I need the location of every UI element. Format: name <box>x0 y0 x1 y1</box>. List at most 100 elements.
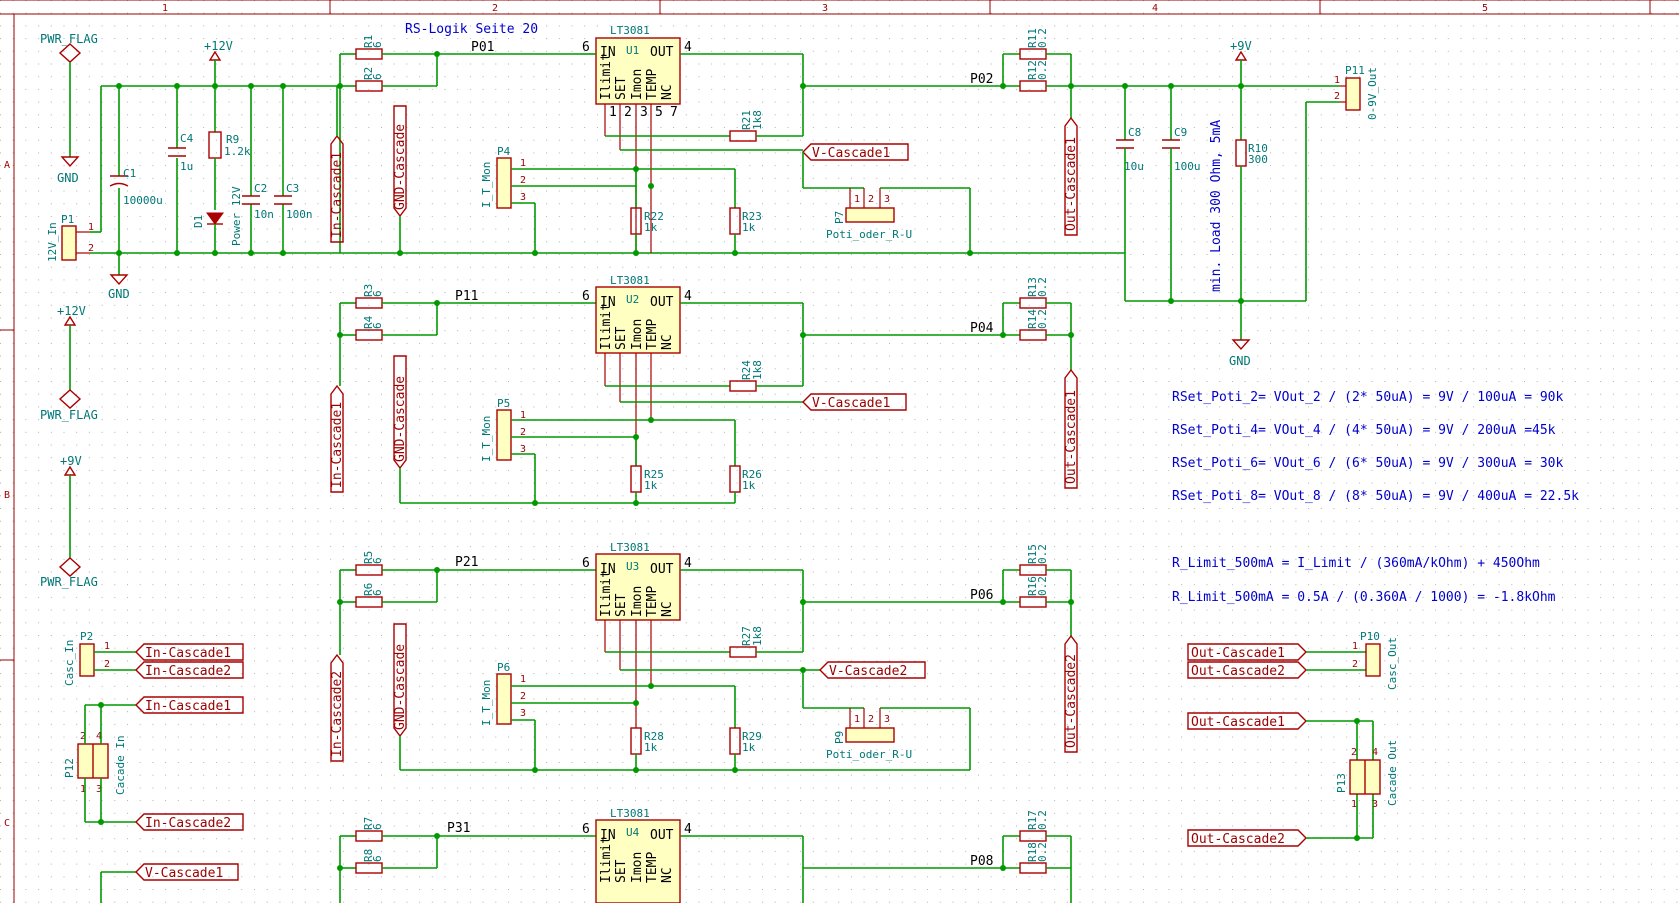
r11-resistor[interactable]: R11 0.2 <box>1019 28 1049 60</box>
svg-text:7: 7 <box>670 105 678 120</box>
r24-resistor[interactable]: R24 1k8 <box>729 360 764 392</box>
p6-connector[interactable]: P6 I_T_Mon 1 2 3 <box>480 661 526 726</box>
p13-connector[interactable]: P13 Cacade Out 2 4 1 3 <box>1335 740 1399 810</box>
gnd-cascade-label-u3[interactable]: GND-Cascade <box>393 623 408 738</box>
out-cascade2-label-p13[interactable]: Out-Cascade2 <box>1187 829 1307 847</box>
r18-resistor[interactable]: R18 0.2 <box>1019 842 1049 874</box>
in-cascade1-label-u1[interactable]: In-Cascade1 <box>330 134 345 243</box>
svg-text:6: 6 <box>371 41 384 48</box>
svg-text:4: 4 <box>96 731 102 742</box>
p5-connector[interactable]: P5 I_T_Mon 1 2 3 <box>480 397 526 462</box>
r8-resistor[interactable]: R8 6 <box>355 849 384 874</box>
svg-text:NC: NC <box>660 601 675 617</box>
r25-resistor[interactable]: R25 1k <box>630 465 664 493</box>
out-cascade1-label-p10[interactable]: Out-Cascade1 <box>1187 643 1307 661</box>
v12-power[interactable]: +12V <box>204 39 233 86</box>
svg-text:R23: R23 <box>742 210 762 223</box>
gnd-cascade-label-u1[interactable]: GND-Cascade <box>393 105 408 218</box>
svg-text:3: 3 <box>884 714 890 725</box>
in-cascade2-label-p2[interactable]: In-Cascade2 <box>135 661 244 679</box>
in-cascade1-label-p12[interactable]: In-Cascade1 <box>135 696 244 714</box>
ic-u2[interactable]: LT3081 U2 IN OUT Ilimit SET Imon TEMP NC… <box>582 274 692 354</box>
out-cascade1-label-u1[interactable]: Out-Cascade1 <box>1064 116 1079 236</box>
svg-text:D1: D1 <box>192 215 205 228</box>
svg-text:I_T_Mon: I_T_Mon <box>480 162 493 208</box>
gnd-cascade-label-u2[interactable]: GND-Cascade <box>393 355 408 470</box>
p4-connector[interactable]: P4 I_T_Mon 1 2 3 <box>480 145 526 209</box>
c8-capacitor[interactable]: C8 10u <box>1116 126 1144 173</box>
c1-capacitor[interactable]: C1 10000u <box>109 167 163 207</box>
svg-text:R25: R25 <box>644 468 664 481</box>
r21-resistor[interactable]: R21 1k8 <box>729 110 764 142</box>
svg-text:2: 2 <box>868 194 874 205</box>
svg-text:6: 6 <box>582 556 590 571</box>
svg-text:0.2: 0.2 <box>1036 842 1049 862</box>
pwr-flag-9v[interactable]: +9V PWR_FLAG <box>40 454 98 589</box>
c3-capacitor[interactable]: C3 100n <box>274 182 313 221</box>
p9-poti[interactable]: P9 Poti_oder_R-U 1 2 3 <box>826 708 912 761</box>
r15-resistor[interactable]: R15 0.2 <box>1019 544 1049 576</box>
out-cascade1-label-u2[interactable]: Out-Cascade1 <box>1064 368 1079 489</box>
r29-resistor[interactable]: R29 1k <box>729 727 762 755</box>
svg-text:V-Cascade1: V-Cascade1 <box>812 396 890 411</box>
pwr-flag-12v[interactable]: +12V PWR_FLAG <box>40 304 98 422</box>
svg-text:C3: C3 <box>286 182 299 195</box>
svg-text:Poti_oder_R-U: Poti_oder_R-U <box>826 748 912 761</box>
svg-text:TEMP: TEMP <box>645 319 660 350</box>
svg-text:PWR_FLAG: PWR_FLAG <box>40 575 98 589</box>
pwr-flag-1[interactable]: PWR_FLAG GND <box>40 32 98 185</box>
p10-connector[interactable]: P10 Casc_Out 1 2 <box>1352 630 1399 690</box>
svg-text:P12: P12 <box>63 758 76 778</box>
p1-connector[interactable]: P1 12V_In 1 2 <box>46 213 94 262</box>
r9-resistor[interactable]: R9 1.2k <box>208 131 251 159</box>
svg-text:2: 2 <box>624 105 632 120</box>
v-cascade1-label-bottom[interactable]: V-Cascade1 <box>135 863 239 881</box>
p2-connector[interactable]: P2 Casc_In 1 2 <box>63 630 110 686</box>
p7-poti[interactable]: P7 Poti_oder_R-U 1 2 3 <box>826 188 912 241</box>
svg-text:GND-Cascade: GND-Cascade <box>393 124 408 210</box>
svg-text:4: 4 <box>684 556 692 571</box>
v-cascade2-label-u3[interactable]: V-Cascade2 <box>819 661 926 679</box>
p11-connector[interactable]: P11 0-9V_Out 1 2 <box>1334 64 1379 120</box>
svg-text:0.2: 0.2 <box>1036 544 1049 564</box>
c9-capacitor[interactable]: C9 100u <box>1162 126 1201 173</box>
svg-text:+9V: +9V <box>1230 39 1252 53</box>
out-cascade2-label-u3[interactable]: Out-Cascade2 <box>1064 634 1079 753</box>
ic-u1[interactable]: LT3081 U1 IN OUT Ilimit SET Imon TEMP NC… <box>582 24 692 120</box>
d1-led[interactable]: D1 Power 12V <box>192 186 243 246</box>
svg-text:1k: 1k <box>742 479 756 492</box>
border-row-a: A <box>4 160 10 171</box>
ic-u4[interactable]: LT3081 U4 IN OUT Ilimit SET Imon TEMP NC… <box>582 807 692 903</box>
in-cascade2-label-u3[interactable]: In-Cascade2 <box>330 653 345 762</box>
svg-text:P10: P10 <box>1360 630 1380 643</box>
out-cascade2-label-p10[interactable]: Out-Cascade2 <box>1187 661 1307 679</box>
r12-resistor[interactable]: R12 0.2 <box>1019 60 1049 92</box>
r4-resistor[interactable]: R4 6 <box>355 315 384 341</box>
in-cascade1-label-p2[interactable]: In-Cascade1 <box>135 643 244 661</box>
svg-text:R27: R27 <box>740 626 753 646</box>
r13-resistor[interactable]: R13 0.2 <box>1019 277 1049 309</box>
v-cascade1-label-u1[interactable]: V-Cascade1 <box>802 143 909 161</box>
svg-text:1.2k: 1.2k <box>224 145 251 158</box>
r23-resistor[interactable]: R23 1k <box>729 207 762 235</box>
r10-resistor[interactable]: R10 300 <box>1235 139 1268 167</box>
out-cascade1-label-p13[interactable]: Out-Cascade1 <box>1187 712 1307 730</box>
v-cascade1-label-u2[interactable]: V-Cascade1 <box>802 393 907 411</box>
in-cascade1-label-u2[interactable]: In-Cascade1 <box>330 384 345 493</box>
r16-resistor[interactable]: R16 0.2 <box>1019 576 1049 608</box>
in-cascade2-label-p12[interactable]: In-Cascade2 <box>135 813 244 831</box>
v9-power[interactable]: +9V <box>1230 39 1252 86</box>
svg-text:C2: C2 <box>254 182 267 195</box>
p12-connector[interactable]: P12 Cacade In 2 4 1 3 <box>63 731 127 795</box>
svg-text:Imon: Imon <box>630 319 645 350</box>
r14-resistor[interactable]: R14 0.2 <box>1019 309 1049 341</box>
c4-capacitor[interactable]: C4 1u <box>168 132 194 173</box>
cascade-in-connectors: P2 Casc_In 1 2 In-Cascade1 In-Cascade2 P… <box>63 630 244 903</box>
svg-text:1: 1 <box>1351 799 1357 810</box>
svg-text:V-Cascade1: V-Cascade1 <box>812 146 890 161</box>
ic-u3[interactable]: LT3081 U3 IN OUT Ilimit SET Imon TEMP NC… <box>582 541 692 621</box>
c2-capacitor[interactable]: C2 10n <box>242 182 274 221</box>
svg-text:4: 4 <box>1372 747 1378 758</box>
net-p11: P11 <box>455 289 478 304</box>
svg-text:+12V: +12V <box>204 39 233 53</box>
